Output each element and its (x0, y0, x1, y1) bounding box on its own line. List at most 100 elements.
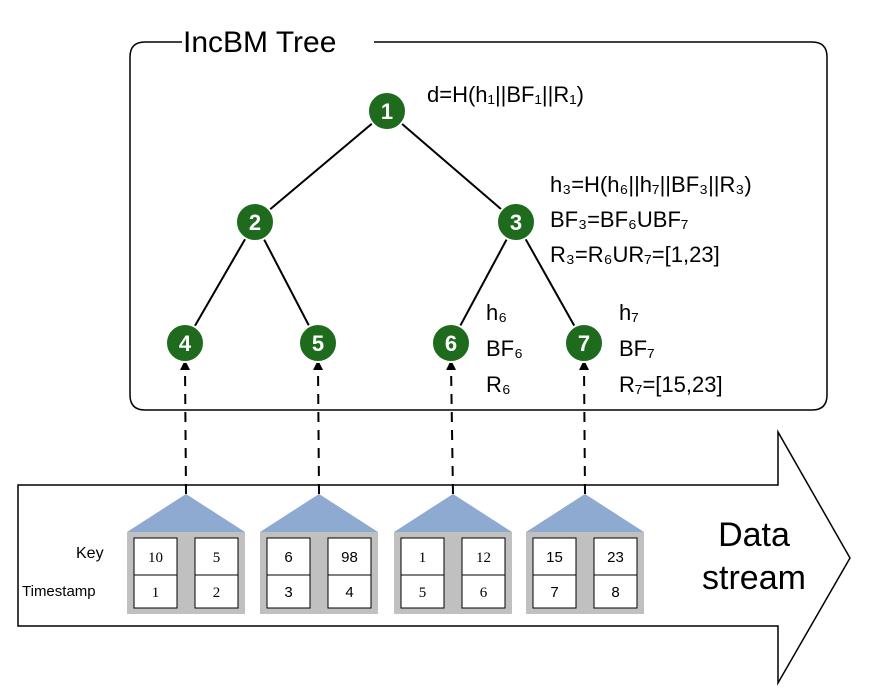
node7-annotation-line3: R₇=[15,23] (619, 372, 723, 397)
tree-title: IncBM Tree (183, 26, 336, 59)
block-cell: 12 6 (461, 537, 506, 609)
node3-annotation-line1: h₃=H(h₆||h₇||BF₃||R₃) (550, 172, 752, 197)
node6-annotation-line1: h₆ (486, 300, 507, 325)
node7-annotation: h₇ BF₇ R₇=[15,23] (619, 300, 723, 397)
block-cell: 23 8 (593, 537, 638, 609)
root-annotation: d=H(h₁||BF₁||R₁) (427, 82, 584, 107)
tree-node-circle (431, 323, 471, 363)
key-value: 5 (213, 550, 221, 566)
timestamp-value: 8 (611, 584, 619, 601)
tree-node-5: 5 (298, 323, 338, 363)
timestamp-value: 7 (550, 584, 558, 601)
block-cell: 10 1 (133, 537, 178, 609)
timestamp-value: 1 (152, 585, 160, 601)
node7-annotation-line2: BF₇ (619, 336, 655, 361)
block-roof (394, 494, 512, 532)
timestamp-value: 5 (419, 585, 427, 601)
key-cell (266, 537, 311, 576)
data-stream-label-line1: Data (718, 516, 790, 554)
key-value: 6 (284, 549, 292, 566)
leaf-dashed-arrows (180, 360, 590, 495)
data-stream-label-line2: stream (702, 559, 806, 597)
timestamp-value: 2 (213, 585, 221, 601)
tree-edges (184, 110, 585, 344)
tree-frame (129, 41, 828, 411)
tree-node-label: 2 (249, 210, 261, 235)
timestamp-value: 4 (345, 584, 353, 601)
timestamp-value: 3 (284, 584, 292, 601)
key-value: 1 (419, 550, 427, 566)
timestamp-cell (327, 574, 372, 609)
tree-node-6: 6 (431, 323, 471, 363)
block-cell: 63 (266, 537, 311, 609)
tree-node-1: 1 (367, 91, 407, 131)
timestamp-cell (400, 574, 445, 609)
timestamp-cell (194, 574, 239, 609)
key-row-label: Key (76, 545, 104, 562)
tree-nodes: 1 2 3 4 5 6 7 (165, 91, 604, 363)
key-value: 12 (476, 550, 491, 566)
tree-node-circle (496, 202, 536, 242)
tree-node-circle (165, 323, 205, 363)
node3-annotation: h₃=H(h₆||h₇||BF₃||R₃) BF₃=BF₆UBF₇ R₃=R₆U… (550, 172, 752, 267)
tree-node-label: 4 (179, 331, 192, 356)
tree-edge-2-4 (184, 221, 256, 344)
tree-node-label: 3 (510, 210, 522, 235)
tree-node-label: 1 (381, 99, 393, 124)
tree-node-circle (367, 91, 407, 131)
tree-node-circle (564, 323, 604, 363)
key-value: 98 (341, 549, 358, 566)
leaf-dashed-arrow-5 (313, 360, 324, 495)
key-value: 10 (148, 550, 163, 566)
tree-node-label: 7 (578, 331, 590, 356)
tree-node-2: 2 (235, 202, 275, 242)
tree-edge-2-5 (254, 221, 319, 344)
tree-edge-3-7 (515, 221, 585, 344)
tree-node-circle (298, 323, 338, 363)
tree-edge-1-3 (386, 110, 517, 223)
key-value: 15 (546, 549, 563, 566)
node3-annotation-line2: BF₃=BF₆UBF₇ (550, 207, 688, 232)
tree-node-label: 5 (312, 331, 324, 356)
timestamp-cell (133, 574, 178, 609)
key-cell (327, 537, 372, 576)
tree-edge-3-6 (450, 221, 517, 344)
node7-annotation-line1: h₇ (619, 300, 639, 325)
key-cell (400, 537, 445, 576)
tree-node-7: 7 (564, 323, 604, 363)
tree-node-circle (235, 202, 275, 242)
timestamp-cell (461, 574, 506, 609)
leaf-dashed-arrow-4 (180, 360, 191, 495)
timestamp-value: 6 (480, 585, 488, 601)
timestamp-row-label: Timestamp (22, 583, 96, 600)
block-roof (260, 494, 378, 532)
leaf-dashed-arrow-6 (446, 360, 457, 495)
tree-edge-1-2 (254, 110, 388, 223)
tree-node-label: 6 (445, 331, 457, 356)
node3-annotation-line3: R₃=R₆UR₇=[1,23] (550, 242, 720, 267)
block-cell: 15 7 (532, 537, 577, 609)
key-cell (194, 537, 239, 576)
block-roof (127, 494, 245, 532)
node6-annotation: h₆ BF₆ R₆ (486, 300, 523, 397)
key-cell (593, 537, 638, 576)
block-roof (526, 494, 644, 532)
timestamp-cell (532, 574, 577, 609)
tree-node-3: 3 (496, 202, 536, 242)
stream-block-4: 15 7 23 8 (526, 494, 644, 614)
node6-annotation-line2: BF₆ (486, 336, 523, 361)
node6-annotation-line3: R₆ (486, 372, 511, 397)
block-cell: 98 4 (327, 537, 372, 609)
block-cell: 52 (194, 537, 239, 609)
leaf-dashed-arrow-7 (579, 360, 590, 495)
timestamp-cell (266, 574, 311, 609)
block-cell: 15 (400, 537, 445, 609)
tree-node-4: 4 (165, 323, 205, 363)
key-value: 23 (607, 549, 624, 566)
timestamp-cell (593, 574, 638, 609)
